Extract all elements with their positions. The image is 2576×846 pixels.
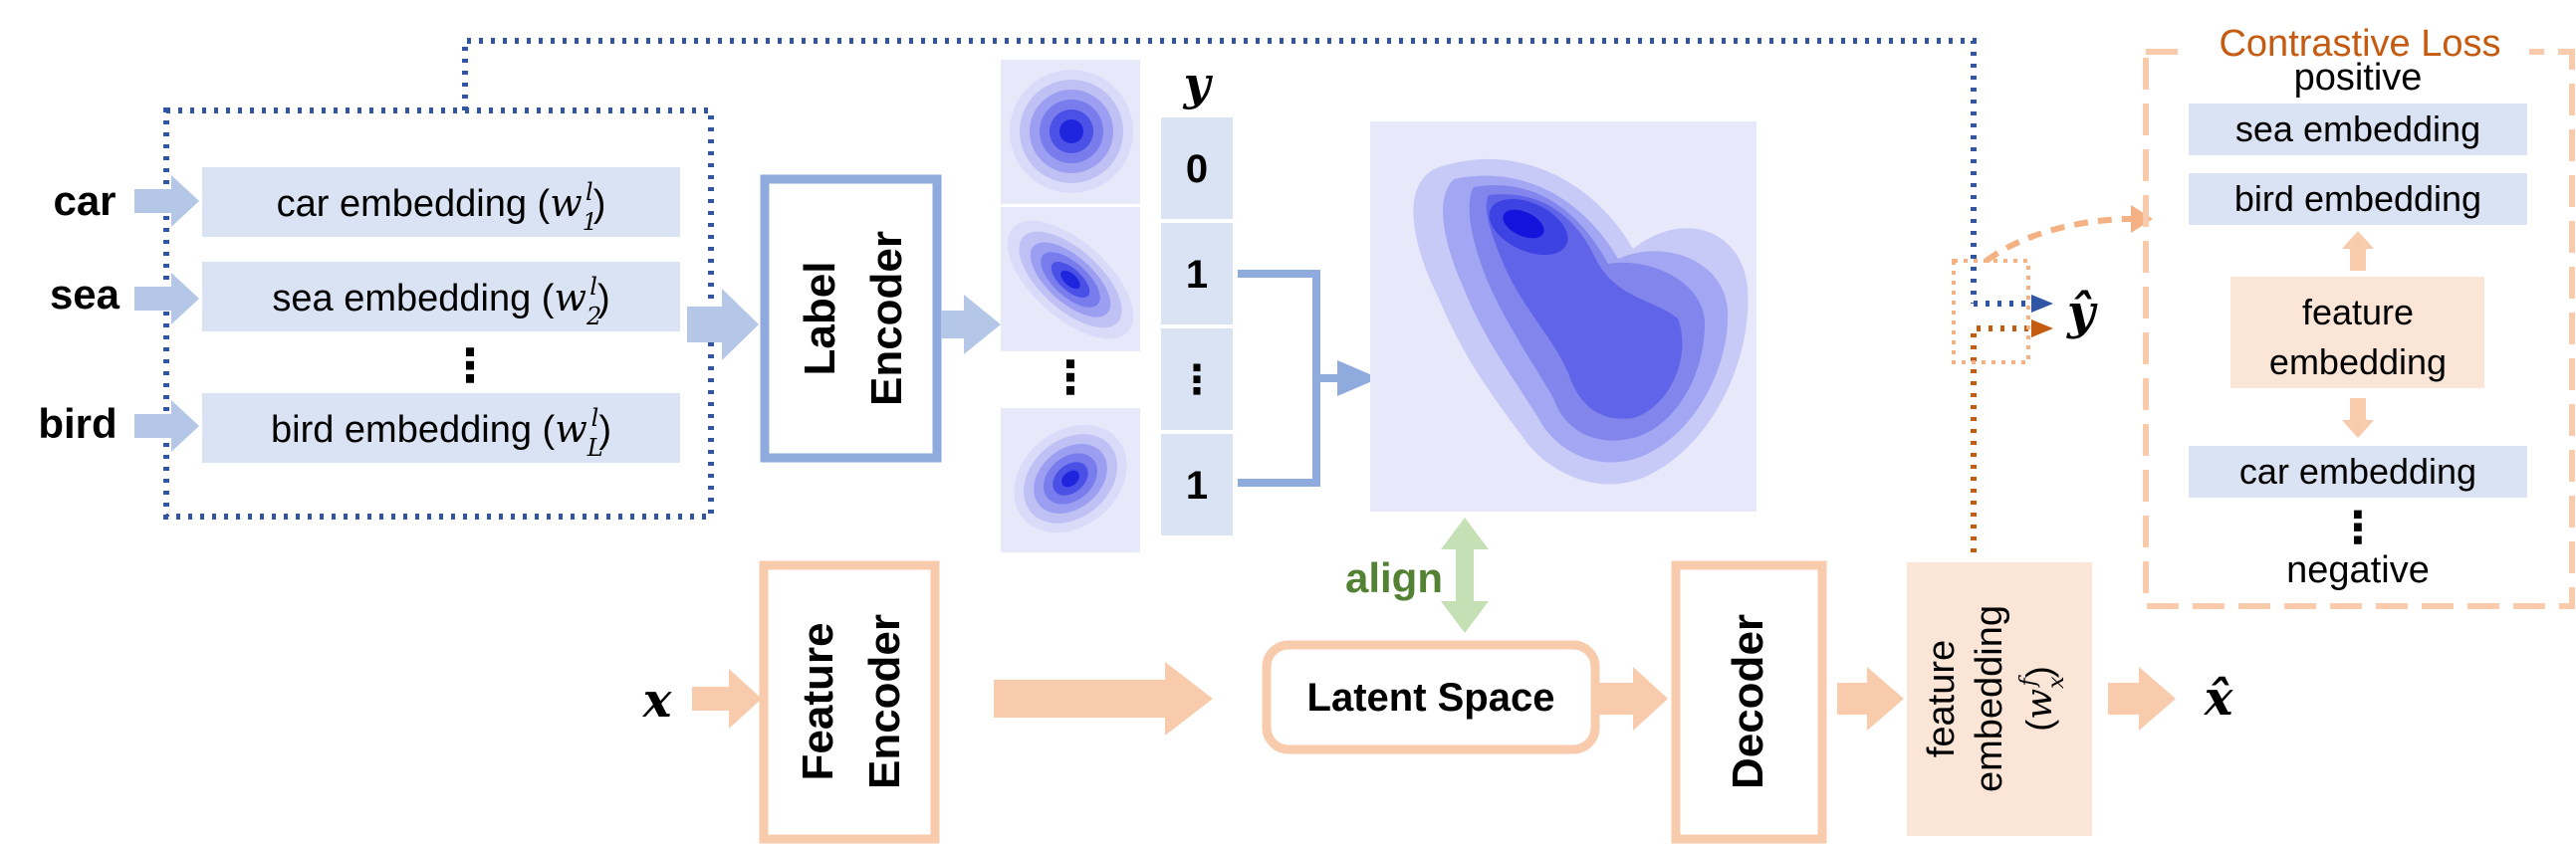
arrow-down-negative — [2342, 398, 2374, 438]
contrastive-ellipsis: ⋮ — [2336, 504, 2380, 552]
feature-embedding-line1: feature — [1921, 640, 1963, 757]
y-cell-0 — [1161, 117, 1233, 219]
contrastive-feature-line1: feature — [2302, 292, 2414, 332]
word-arrows — [134, 175, 199, 452]
decoder: Decoder — [1671, 560, 1827, 844]
contrastive-feature-box — [2230, 277, 2484, 388]
car-embedding-text: car embedding (w1l) — [277, 178, 606, 236]
y-hat-label: ŷ — [2066, 285, 2098, 340]
gaussian-components: ⋮ — [1001, 60, 1140, 552]
positive-label: positive — [2294, 57, 2423, 99]
negative-label: negative — [2286, 549, 2430, 591]
input-words: car sea bird — [38, 177, 119, 447]
blue-dotted-connector — [163, 38, 1977, 520]
curve-to-contrastive — [1985, 216, 2132, 264]
arrow-to-decoder — [1599, 667, 1668, 731]
contrastive-bird-box — [2189, 173, 2527, 225]
decoder-label: Decoder — [1724, 614, 1772, 789]
label-encoder-line1: Label — [796, 262, 844, 376]
feature-embedding-symbol: (wxf) — [2016, 666, 2069, 731]
arrow-to-gaussians — [941, 295, 1001, 354]
label-encoder: Label Encoder — [760, 174, 942, 463]
y-cell-2 — [1161, 328, 1233, 430]
curve-arrowhead — [2131, 205, 2153, 233]
contrastive-car-box — [2189, 446, 2527, 498]
gaussian-2 — [1001, 207, 1140, 351]
contrastive-sea-box — [2189, 104, 2527, 155]
contrastive-loss-panel: Contrastive Loss positive sea embedding … — [2143, 23, 2575, 609]
sea-embedding-text: sea embedding (w2l) — [272, 273, 609, 330]
feature-encoder-line2: Encoder — [860, 614, 909, 789]
contrastive-title: Contrastive Loss — [2219, 23, 2500, 65]
y-cell-3 — [1161, 434, 1233, 535]
arrow-to-latent-space — [994, 662, 1213, 736]
arrow-up-positive — [2342, 231, 2374, 271]
label-embeddings: car embedding (w1l) sea embedding (w2l) … — [202, 167, 680, 463]
arrow-to-feature-embedding — [1837, 667, 1904, 731]
arrow-car — [134, 175, 199, 227]
selection-bracket — [1238, 270, 1339, 487]
contrastive-car-text: car embedding — [2239, 451, 2476, 492]
arrow-x-to-feature-encoder — [692, 669, 762, 729]
align-connector: align — [1345, 518, 1489, 633]
y-value-0: 0 — [1186, 147, 1208, 191]
arrow-to-mixture — [1337, 360, 1379, 396]
gaussian-3 — [1001, 408, 1140, 552]
arrow-bird — [134, 400, 199, 452]
decoder-box — [1671, 560, 1827, 844]
feature-encoder: Feature Encoder — [759, 560, 940, 844]
yhat-selection-box — [1952, 259, 2030, 364]
contrastive-bird-text: bird embedding — [2234, 178, 2481, 219]
contrastive-feature-line2: embedding — [2269, 341, 2447, 382]
orange-arrowhead — [2031, 319, 2053, 337]
x-hat-label: x̂ — [2204, 671, 2234, 727]
feature-embedding-line2: embedding — [1969, 605, 2010, 792]
gaussian-mixture-plot — [1370, 121, 1756, 512]
arrow-sea — [134, 273, 199, 324]
gaussian-1 — [1001, 60, 1140, 204]
y-cell-1 — [1161, 223, 1233, 324]
feature-embedding-box — [1907, 562, 2092, 836]
contrastive-sea-text: sea embedding — [2235, 108, 2480, 149]
x-input-label: x — [642, 673, 673, 729]
feature-encoder-line1: Feature — [794, 623, 842, 781]
car-embedding-box — [202, 167, 680, 237]
gaussian-ellipsis: ⋮ — [1048, 351, 1093, 403]
arrow-to-label-encoder — [687, 289, 759, 360]
y-value-2: ⋮ — [1177, 358, 1217, 402]
word-bird: bird — [38, 400, 117, 447]
bird-embedding-box — [202, 393, 680, 463]
embedding-ellipsis: ⋮ — [447, 339, 493, 391]
blue-arrowhead — [2031, 295, 2053, 313]
y-value-1: 1 — [1186, 253, 1208, 297]
y-vector: y 0 1 ⋮ 1 — [1161, 57, 1233, 535]
latent-space-label: Latent Space — [1307, 676, 1555, 720]
word-car: car — [53, 177, 116, 224]
label-to-yhat-path — [462, 38, 1977, 304]
label-encoder-box — [760, 174, 942, 463]
arrow-to-x-hat — [2108, 667, 2176, 731]
bird-embedding-text: bird embedding (wLl) — [271, 404, 611, 462]
y-header: y — [1183, 57, 1214, 110]
feature-encoder-box — [759, 560, 940, 844]
label-encoder-line2: Encoder — [862, 231, 911, 406]
sea-embedding-box — [202, 262, 680, 331]
embedding-group-border — [163, 107, 714, 520]
latent-space: Latent Space — [1262, 640, 1600, 754]
feature-embedding-output: feature embedding (wxf) — [1907, 562, 2092, 836]
orange-dotted-connector — [1971, 325, 2031, 552]
latent-space-box — [1262, 640, 1600, 754]
align-label: align — [1345, 554, 1443, 601]
word-sea: sea — [50, 271, 120, 317]
y-value-3: 1 — [1186, 464, 1208, 508]
